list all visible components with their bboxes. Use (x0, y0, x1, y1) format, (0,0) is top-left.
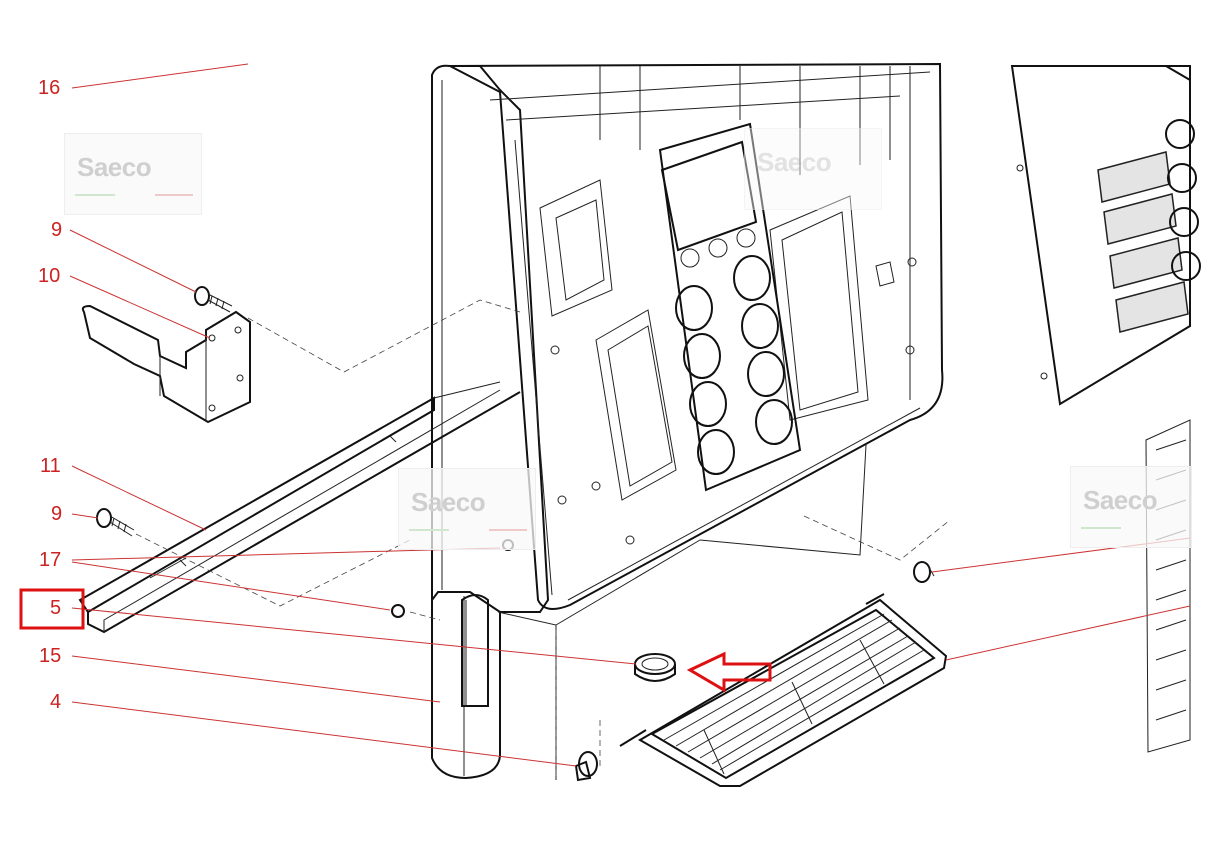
callout-4: 4 (50, 691, 62, 713)
watermark-text: Saeco (411, 487, 486, 517)
highlight-arrow-icon (686, 651, 772, 693)
callout-10: 10 (38, 265, 61, 287)
watermark-green-bar (1081, 527, 1121, 529)
watermark-red-bar (489, 529, 527, 531)
callout-15: 15 (39, 645, 62, 667)
drip-grid-part (619, 593, 948, 787)
leader-lines (69, 63, 1191, 767)
watermark-logo-top-left: Saeco (64, 133, 202, 215)
callout-17: 17 (39, 549, 62, 571)
control-board-part (1010, 65, 1201, 406)
watermark-text: Saeco (757, 147, 832, 177)
screw-part-9-upper (194, 286, 233, 313)
callout-5: 5 (50, 597, 62, 619)
watermark-text: Saeco (77, 152, 152, 182)
callout-16: 16 (38, 77, 61, 99)
label-sheet-part (1145, 419, 1191, 753)
assembly-guide-lines (135, 299, 951, 780)
watermark-logo-center-top: Saeco (744, 128, 882, 210)
callout-5-highlight-box (19, 588, 85, 630)
cap-part-5 (634, 653, 676, 682)
hinge-part (913, 561, 935, 583)
post-part-15 (461, 594, 489, 707)
watermark-green-bar (409, 529, 449, 531)
callout-9-upper: 9 (51, 219, 63, 241)
callout-9-lower: 9 (51, 503, 63, 525)
rail-part-11 (78, 381, 521, 634)
watermark-red-bar (155, 194, 193, 196)
watermark-text: Saeco (1083, 485, 1158, 515)
bushing-part-4 (574, 751, 598, 782)
screw-part-9-lower (96, 508, 135, 537)
watermark-green-bar (75, 194, 115, 196)
front-panel-part (431, 62, 944, 780)
bracket-part-10 (81, 304, 251, 424)
watermark-logo-right: Saeco (1070, 466, 1192, 548)
callout-11: 11 (40, 455, 61, 477)
watermark-logo-center: Saeco (398, 468, 536, 550)
grommet-part-17 (391, 539, 514, 618)
